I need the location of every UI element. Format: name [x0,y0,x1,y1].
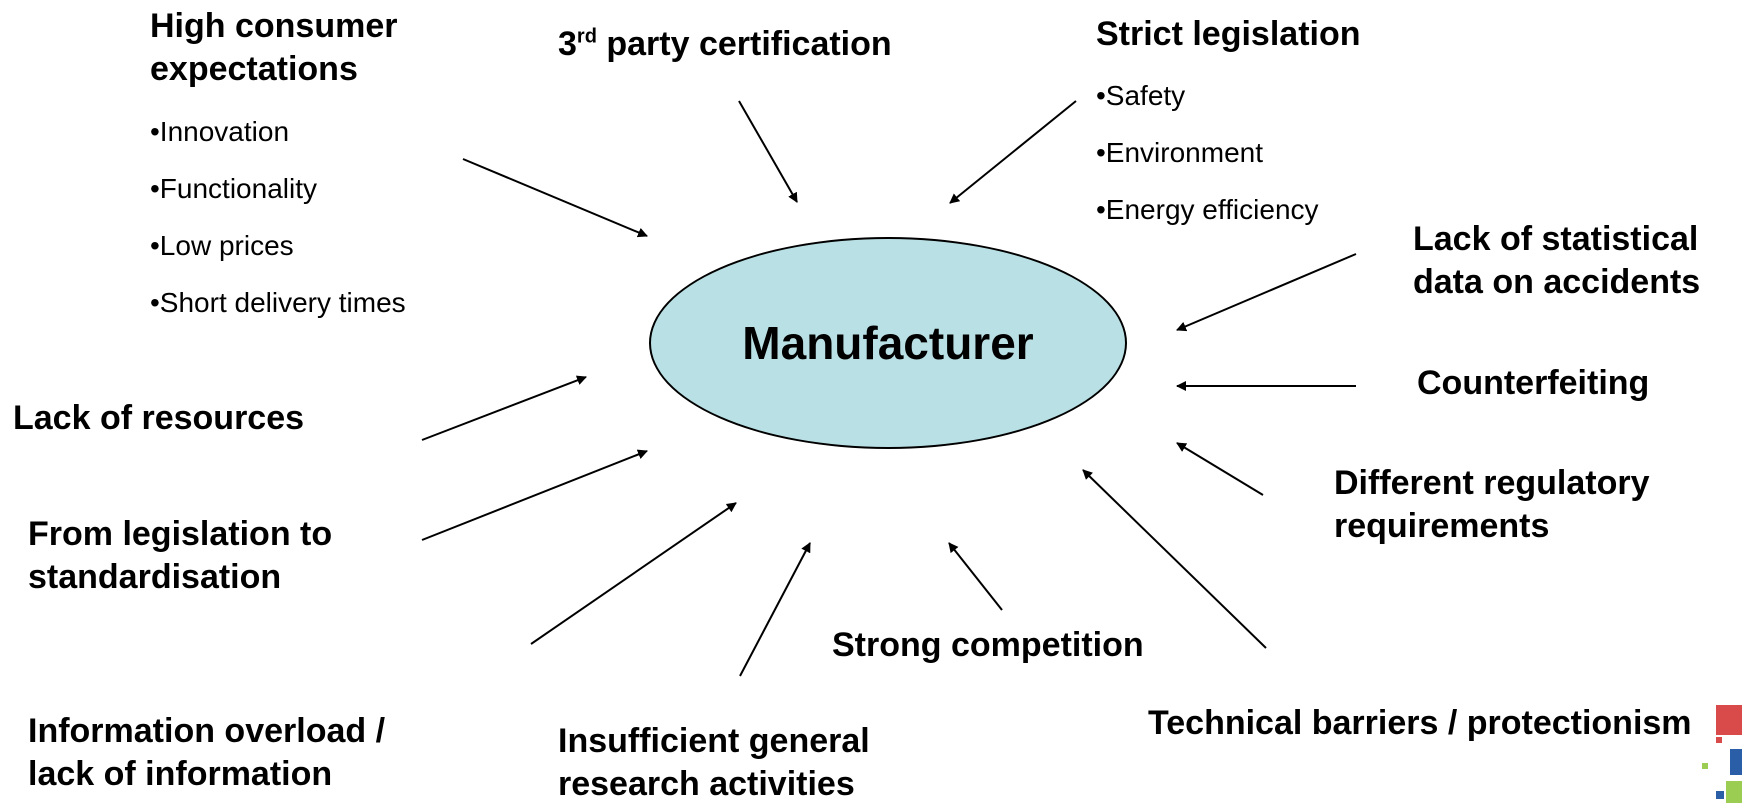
list-item: •Environment [1096,137,1263,168]
strong-competition-label: Strong competition [832,626,1144,664]
lack-resources-label: Lack of resources [13,399,305,437]
from-legislation-label: From legislation to standardisation [28,515,333,596]
counterfeiting-label: Counterfeiting [1417,364,1650,402]
high-consumer-title: High consumer expectations [150,7,398,88]
insufficient-research-label: Insufficient general research activities [558,722,870,803]
list-item: •Energy efficiency [1096,194,1319,225]
list-item: •Low prices [150,230,294,261]
strict-legislation-title: Strict legislation [1096,15,1361,53]
manufacturer-node: Manufacturer [649,237,1127,449]
arrow-high-consumer [462,158,648,238]
arrow-information-overload [530,502,737,645]
information-overload-label: Information overload / lack of informati… [28,712,386,793]
lack-statistical-label: Lack of statistical data on accidents [1413,220,1701,301]
different-regulatory-label: Different regulatory requirements [1334,464,1650,545]
high-consumer-list: •Innovation •Functionality •Low prices •… [150,103,406,331]
logo-mark [1702,705,1742,803]
arrow-strong-competition [948,542,1003,611]
list-item: •Innovation [150,116,290,147]
third-party-certification-label: 3rd party certification [558,23,892,66]
list-item: •Short delivery times [150,287,406,318]
third-party-sup: rd [576,25,597,48]
list-item: •Safety [1096,80,1186,111]
third-party-prefix: 3 [558,25,577,63]
arrow-technical-barriers [1082,469,1267,649]
manufacturer-label: Manufacturer [742,317,1034,369]
strict-legislation-list: •Safety •Environment •Energy efficiency [1096,67,1319,238]
arrow-different-regulatory [1176,442,1264,496]
arrow-third-party [738,100,798,203]
third-party-rest: party certification [596,25,892,63]
arrow-lack-statistical [1176,253,1357,332]
arrow-insufficient-research [739,542,811,677]
arrow-from-legislation [421,449,648,541]
arrow-lack-resources [421,375,587,441]
list-item: •Functionality [150,173,317,204]
arrow-strict-legislation [949,100,1077,204]
technical-barriers-label: Technical barriers / protectionism [1148,704,1692,742]
